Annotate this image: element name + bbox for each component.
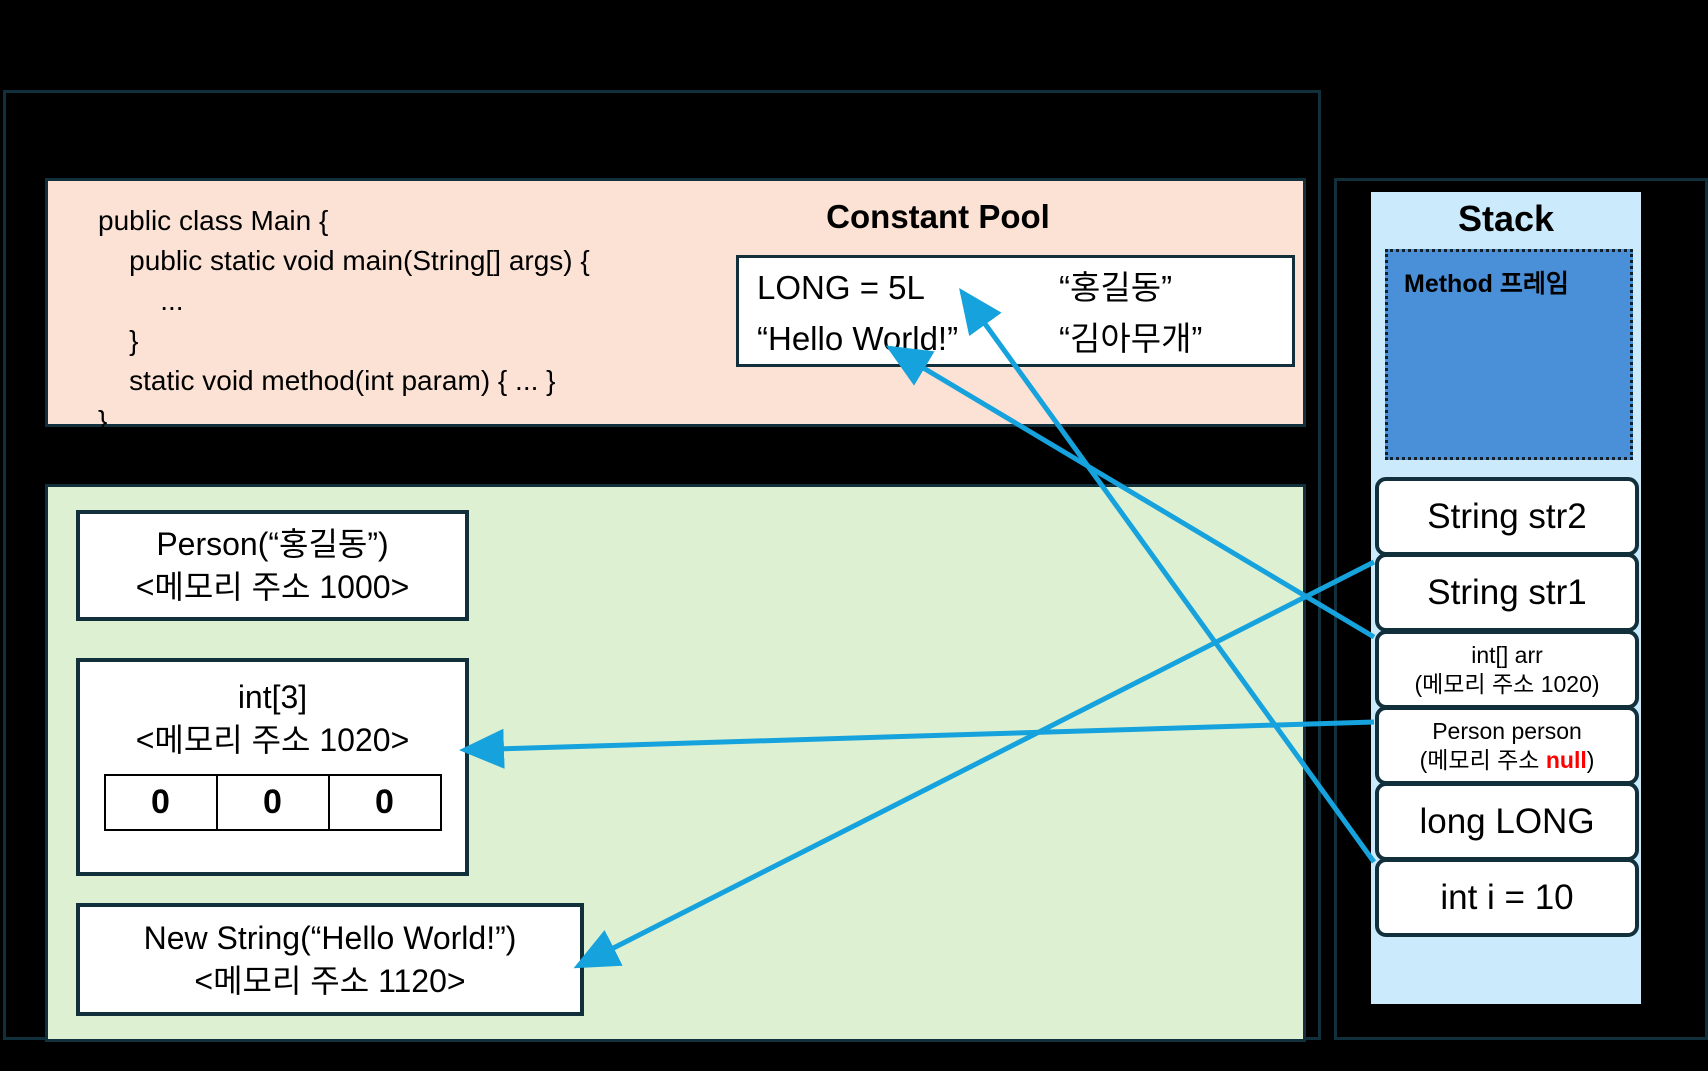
method-frame-box: Method 프레임 [1385, 249, 1633, 460]
stack-var-str2-label: String str2 [1427, 496, 1587, 536]
constant-pool-title: Constant Pool [826, 198, 1050, 235]
stack-var-arr: int[] arr (메모리 주소 1020) [1375, 630, 1639, 709]
stack-var-str2: String str2 [1375, 477, 1639, 556]
stack-panel: Stack Method 프레임 String str2 String str1… [1371, 192, 1641, 1004]
method-frame-label: Method 프레임 [1404, 270, 1569, 298]
heap-object-person-line1: Person(“홍길동”) [156, 525, 389, 562]
stack-var-str1: String str1 [1375, 553, 1639, 632]
stack-var-person-address-prefix: (메모리 주소 [1419, 746, 1546, 773]
stack-var-person-null-value: null [1545, 746, 1587, 773]
array-cell-0: 0 [103, 774, 218, 831]
heap-object-new-string-line2: <메모리 주소 1120> [194, 962, 466, 999]
stack-var-long-label: long LONG [1419, 801, 1595, 841]
method-area-panel: public class Main { public static void m… [45, 178, 1306, 436]
stack-var-int: int i = 10 [1375, 858, 1639, 937]
heap-panel: Person(“홍길동”) <메모리 주소 1000> int[3] <메모리 … [45, 484, 1306, 1042]
heap-object-int-array-line2: <메모리 주소 1020> [135, 722, 410, 758]
array-cell-1: 0 [215, 774, 330, 831]
stack-var-person-label: Person person [1432, 717, 1582, 744]
constant-pool-box: LONG = 5L “Hello World!” “홍길동” “김아무개” [736, 255, 1295, 367]
constant-pool-entries-right: “홍길동” “김아무개” [1059, 269, 1203, 357]
array-cells: 0 0 0 [103, 774, 442, 831]
heap-object-person-line2: <메모리 주소 1000> [135, 568, 410, 605]
constant-pool-entries-left: LONG = 5L “Hello World!” [757, 269, 959, 357]
stack-title: Stack [1457, 198, 1555, 239]
stack-var-int-label: int i = 10 [1440, 877, 1574, 917]
stack-var-long: long LONG [1375, 782, 1639, 861]
stack-var-person-address: (메모리 주소 null) [1420, 746, 1595, 775]
stack-var-arr-label: int[] arr [1471, 641, 1543, 668]
stack-var-arr-address: (메모리 주소 1020) [1414, 670, 1600, 697]
heap-object-new-string-line1: New String(“Hello World!”) [143, 919, 517, 956]
stack-var-str1-label: String str1 [1427, 572, 1587, 612]
heap-object-int-array-line1: int[3] [237, 679, 308, 715]
array-cell-2: 0 [327, 774, 442, 831]
stack-var-person: Person person (메모리 주소 null) [1375, 706, 1639, 785]
heap-object-new-string: New String(“Hello World!”) <메모리 주소 1120> [76, 903, 584, 1016]
stack-var-person-address-suffix: ) [1586, 746, 1595, 773]
source-code-block: public class Main { public static void m… [98, 205, 590, 436]
heap-object-person: Person(“홍길동”) <메모리 주소 1000> [76, 510, 469, 621]
heap-object-int-array: int[3] <메모리 주소 1020> 0 0 0 [76, 658, 469, 876]
